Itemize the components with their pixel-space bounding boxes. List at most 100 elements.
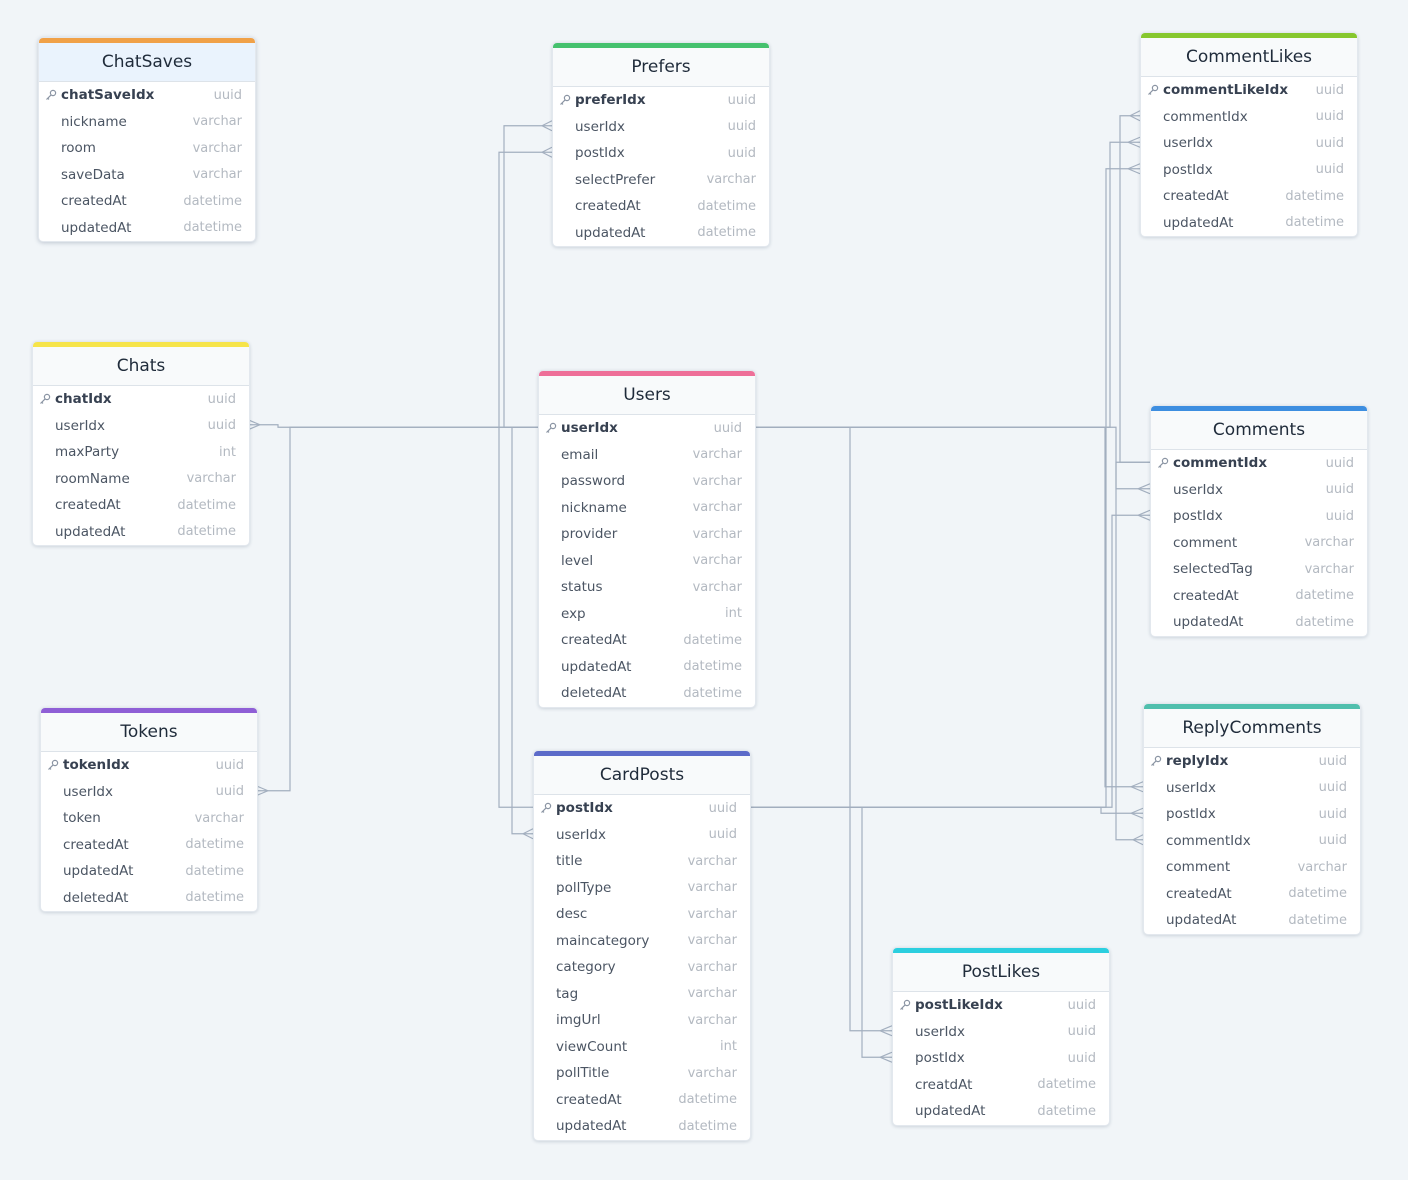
table-title[interactable]: Prefers — [553, 48, 769, 87]
table-title[interactable]: Comments — [1151, 411, 1367, 450]
table-title[interactable]: Chats — [33, 347, 249, 386]
field-type: uuid — [1315, 135, 1344, 151]
table-title[interactable]: PostLikes — [893, 953, 1109, 992]
table-title[interactable]: Users — [539, 376, 755, 415]
field-name: userIdx — [915, 1023, 965, 1040]
field-name: imgUrl — [556, 1012, 601, 1029]
table-title[interactable]: CommentLikes — [1141, 38, 1357, 77]
table-title[interactable]: Tokens — [41, 713, 257, 752]
field-name: postIdx — [556, 800, 613, 817]
field-type: varchar — [692, 553, 742, 569]
table-title[interactable]: CardPosts — [534, 756, 750, 795]
table-title[interactable]: ReplyComments — [1144, 709, 1360, 748]
field-name: selectPrefer — [575, 171, 656, 188]
table-title[interactable]: ChatSaves — [39, 43, 255, 82]
field-type: varchar — [692, 473, 742, 489]
